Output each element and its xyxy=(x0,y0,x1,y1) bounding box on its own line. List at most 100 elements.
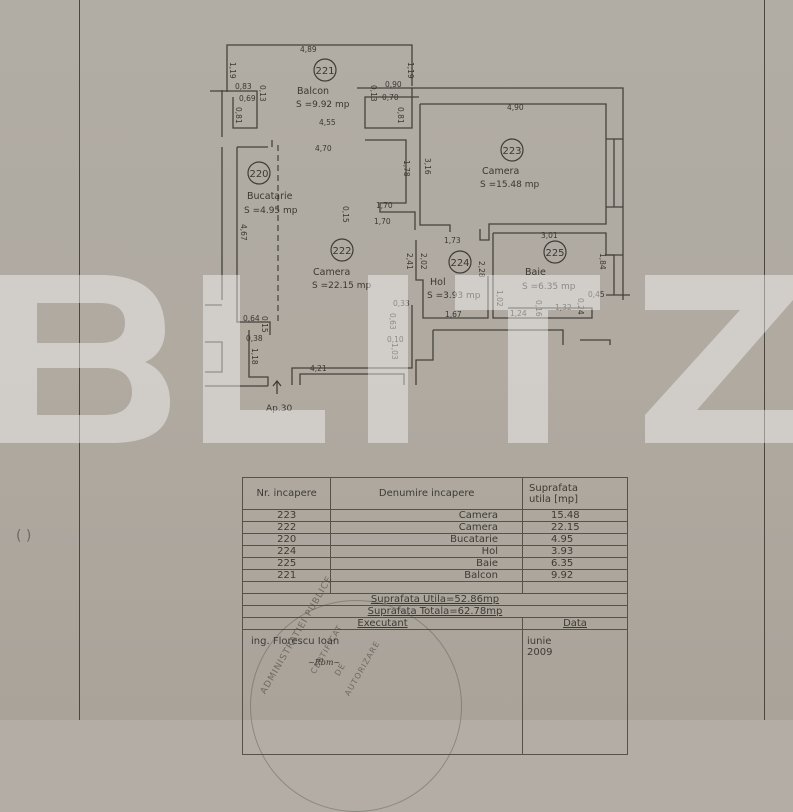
svg-text:2,28: 2,28 xyxy=(477,261,486,278)
svg-text:0,33: 0,33 xyxy=(393,299,410,308)
svg-text:0,69: 0,69 xyxy=(239,94,256,103)
table-row: 221 Balcon 9.92 xyxy=(241,569,628,582)
svg-text:4,89: 4,89 xyxy=(300,45,317,54)
cell-name: Bucatarie xyxy=(330,533,524,546)
table-row: 225 Baie 6.35 xyxy=(241,557,628,570)
svg-text:0,10: 0,10 xyxy=(387,335,404,344)
camera222-walls xyxy=(237,139,416,230)
cell-nr: 223 xyxy=(241,509,332,522)
room-area: S =3.93 mp xyxy=(427,291,481,301)
svg-text:0,38: 0,38 xyxy=(246,334,263,343)
svg-text:0,81: 0,81 xyxy=(234,107,243,124)
cell-name: Camera xyxy=(330,521,524,534)
room-marker-223 xyxy=(500,138,524,162)
room-name: Camera xyxy=(482,166,519,177)
entry-arrow-icon xyxy=(272,380,282,394)
cell-area: 6.35 xyxy=(522,557,628,570)
svg-text:1,03: 1,03 xyxy=(390,343,399,360)
total-totala-row: Suprafata Totala=62.78mp xyxy=(242,605,628,618)
cell-area: 22.15 xyxy=(522,521,628,534)
room-area: S =22.15 mp xyxy=(312,281,372,291)
cell-nr: 225 xyxy=(241,557,332,570)
entry-walls xyxy=(291,305,413,385)
header-name: Denumire incapere xyxy=(330,477,524,510)
svg-text:3,16: 3,16 xyxy=(423,158,432,175)
svg-text:0,64: 0,64 xyxy=(243,314,260,323)
svg-text:0,70: 0,70 xyxy=(382,93,399,102)
svg-text:4,67: 4,67 xyxy=(239,224,248,241)
room-name: Camera xyxy=(313,267,350,278)
data-label: Data xyxy=(563,618,587,629)
cell-name: Balcon xyxy=(330,569,524,582)
room-area-table: Nr. incapere Denumire incapere Suprafata… xyxy=(241,477,628,755)
svg-text:0,15: 0,15 xyxy=(260,316,269,333)
room-area: S =6.35 mp xyxy=(522,282,576,292)
cell-name: Hol xyxy=(330,545,524,558)
room-marker-222 xyxy=(330,238,354,262)
executant-label: Executant xyxy=(357,618,408,629)
room-id: 225 xyxy=(545,248,564,259)
apartment-label: Ap.30 xyxy=(266,404,292,414)
header-area-line2: utila [mp] xyxy=(529,493,579,505)
table-row: 223 Camera 15.48 xyxy=(241,509,628,522)
header-area-line1: Suprafata xyxy=(529,482,578,494)
cell-area: 9.92 xyxy=(522,569,628,582)
header-area: Suprafata utila [mp] xyxy=(522,477,628,510)
room-marker-221 xyxy=(313,58,337,82)
room-id: 222 xyxy=(332,246,351,257)
room-id: 223 xyxy=(502,146,521,157)
svg-text:1,19: 1,19 xyxy=(228,62,237,79)
svg-text:0,16: 0,16 xyxy=(534,300,543,317)
table-blank-row xyxy=(241,581,628,594)
room-id: 221 xyxy=(315,66,334,77)
cell-nr: 224 xyxy=(241,545,332,558)
table-row: 222 Camera 22.15 xyxy=(241,521,628,534)
floor-plan-drawing: 221 223 220 222 224 225 Balcon S =9.92 m… xyxy=(205,44,630,414)
room-id: 220 xyxy=(249,169,268,180)
room-marker-225 xyxy=(543,240,567,264)
total-utila-row: Suprafata Utila=52.86mp xyxy=(242,593,628,606)
svg-text:1,70: 1,70 xyxy=(374,217,391,226)
table-header-row: Nr. incapere Denumire incapere Suprafata… xyxy=(241,477,628,510)
room-marker-224 xyxy=(448,250,472,274)
svg-text:0,83: 0,83 xyxy=(235,82,252,91)
svg-text:1,18: 1,18 xyxy=(250,348,259,365)
cell-nr: 220 xyxy=(241,533,332,546)
svg-text:0,63: 0,63 xyxy=(388,313,397,330)
room-name: Balcon xyxy=(297,86,329,97)
svg-text:0,13: 0,13 xyxy=(369,85,378,102)
svg-text:1,24: 1,24 xyxy=(510,309,527,318)
balcon-walls xyxy=(226,44,413,92)
cell-nr: 222 xyxy=(241,521,332,534)
executant-header-row: Executant Data xyxy=(241,617,628,630)
svg-text:0,24: 0,24 xyxy=(576,298,585,315)
svg-text:4,70: 4,70 xyxy=(315,144,332,153)
room-area: S =15.48 mp xyxy=(480,180,540,190)
svg-text:1,70: 1,70 xyxy=(376,201,393,210)
camera223-walls xyxy=(411,87,624,300)
fold-line-right xyxy=(764,0,765,720)
pen-mark: ( ) xyxy=(16,528,32,544)
svg-text:0,15: 0,15 xyxy=(341,206,350,223)
fold-line-left xyxy=(79,0,80,720)
suprafata-totala: Suprafata Totala=62.78mp xyxy=(367,606,503,617)
svg-text:0,90: 0,90 xyxy=(385,80,402,89)
svg-text:0,81: 0,81 xyxy=(396,107,405,124)
suprafata-utila: Suprafata Utila=52.86mp xyxy=(370,594,500,605)
room-marker-220 xyxy=(247,161,271,185)
room-id: 224 xyxy=(450,258,469,269)
date-year: 2009 xyxy=(527,647,553,658)
svg-text:4,21: 4,21 xyxy=(310,364,327,373)
signature: ~Rbm~ xyxy=(308,658,341,667)
date-month: iunie xyxy=(527,636,552,647)
svg-text:1,32: 1,32 xyxy=(555,303,572,312)
svg-text:3,01: 3,01 xyxy=(541,231,558,240)
room-name: Hol xyxy=(430,277,446,288)
cell-name: Baie xyxy=(330,557,524,570)
cell-nr: 221 xyxy=(241,569,332,582)
svg-text:0,45: 0,45 xyxy=(588,290,605,299)
executant-row: ing. Florescu Ioan iunie 2009 xyxy=(241,629,628,755)
dimension-labels: 4,89 1,19 1,19 0,83 0,69 0,13 0,81 0,90 … xyxy=(228,45,607,373)
room-name: Baie xyxy=(525,267,546,278)
svg-text:1,19: 1,19 xyxy=(406,62,415,79)
